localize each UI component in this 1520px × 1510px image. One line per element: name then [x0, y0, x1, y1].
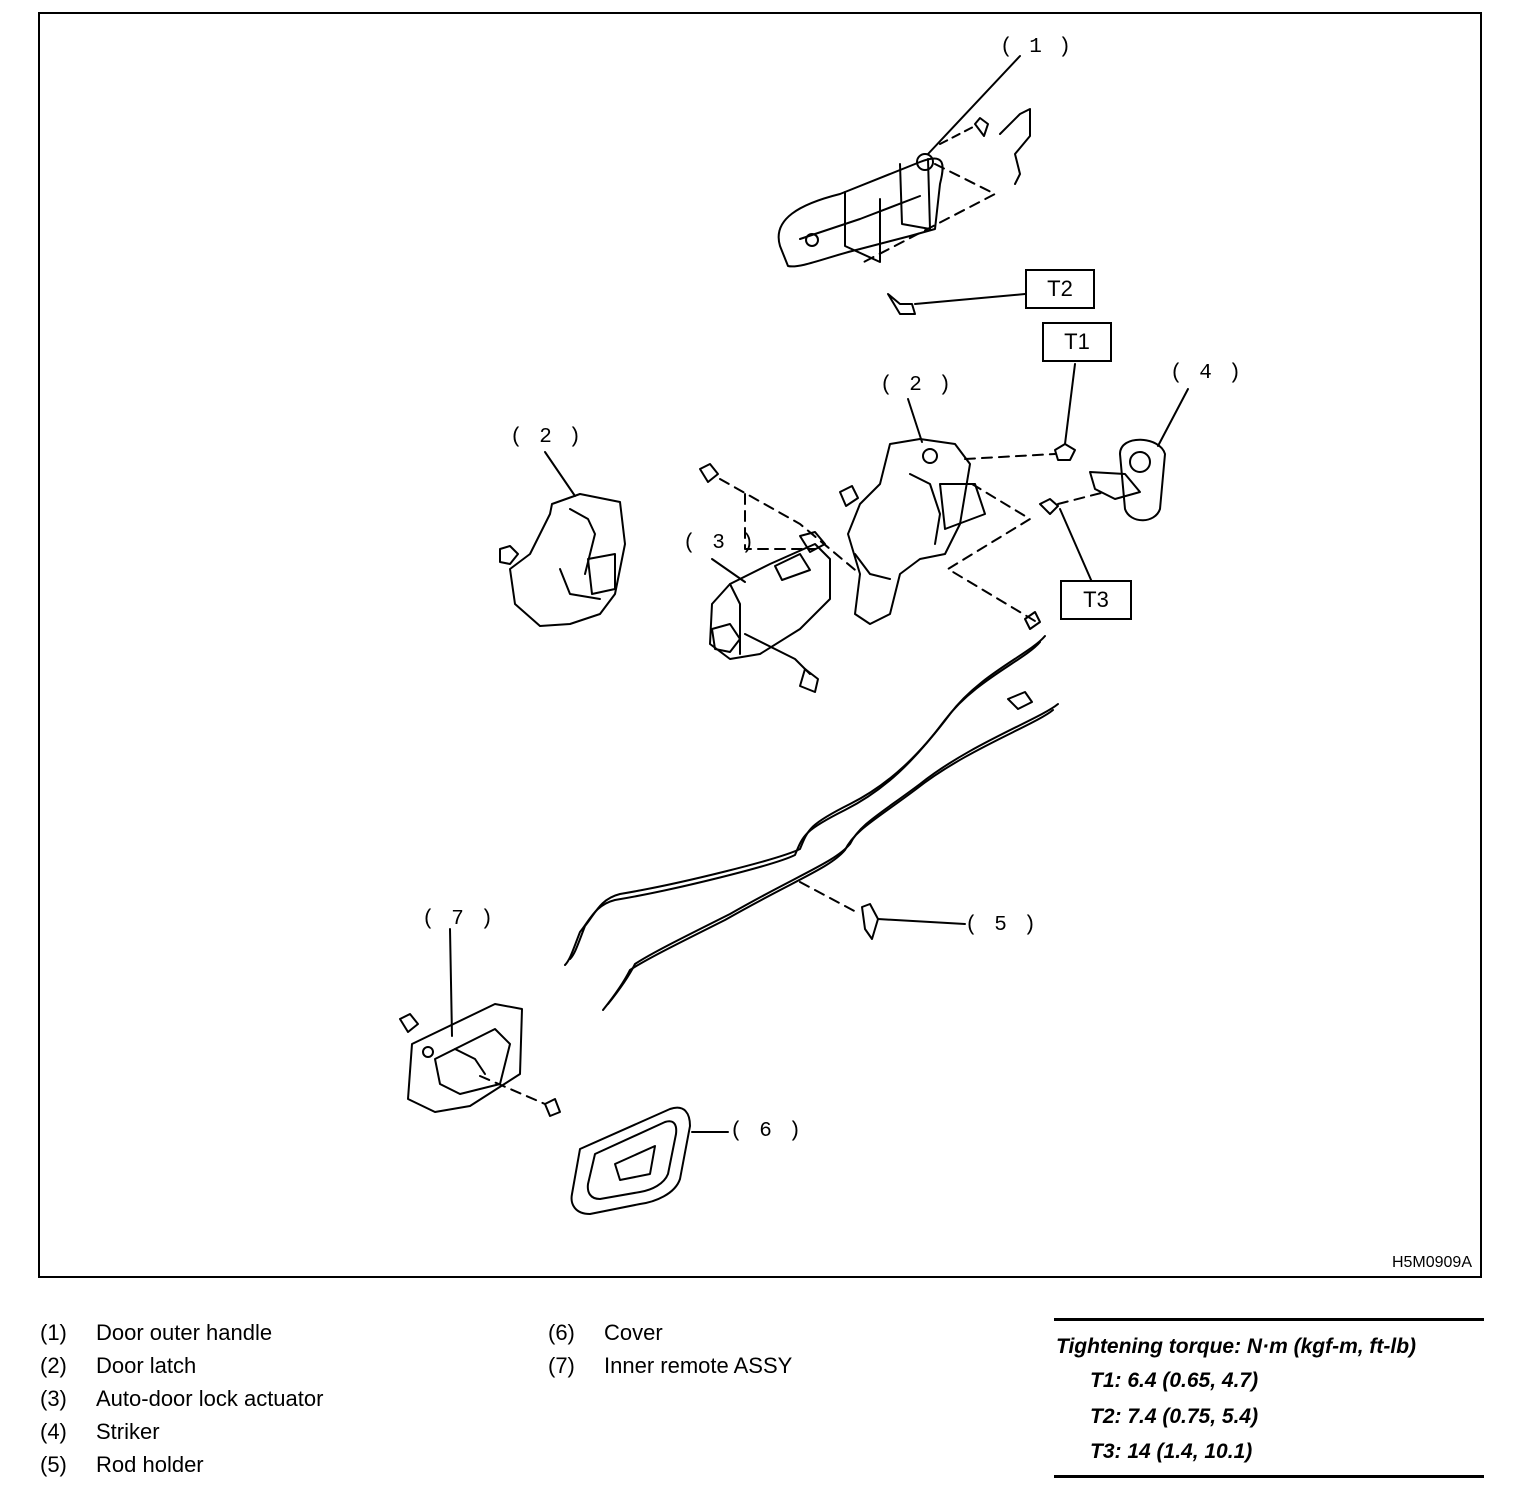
legend-label: Door outer handle [96, 1319, 273, 1345]
legend-number: (4) [40, 1418, 67, 1444]
torque-spec-t2: T2: 7.4 (0.75, 5.4) [1090, 1405, 1259, 1428]
legend-number: (3) [40, 1385, 67, 1411]
legend-item: (6) Cover [548, 1316, 792, 1349]
inner-remote-assy-part [399, 1003, 561, 1117]
legend-number: (7) [548, 1352, 575, 1378]
legend-item: (4) Striker [40, 1415, 323, 1448]
t3-leader-line [1059, 508, 1096, 590]
callout-7-label: ( 7 ) [422, 908, 496, 931]
t3-bolt-shape [1039, 498, 1059, 515]
latch-dashed-guides [947, 483, 1041, 625]
auto-door-lock-actuator-part [709, 531, 831, 693]
legend-item: (3) Auto-door lock actuator [40, 1382, 323, 1415]
door-outer-handle-part [777, 108, 1031, 268]
t2-leader-line [914, 293, 1026, 305]
callout-5-leader [877, 918, 966, 925]
legend-number: (5) [40, 1451, 67, 1477]
callout-1-leader [927, 55, 1021, 155]
legend-item: (2) Door latch [40, 1349, 323, 1382]
t1-dashed-guide [964, 453, 1056, 460]
torque-box-t2: T2 [1025, 269, 1095, 309]
torque-box-t1: T1 [1042, 322, 1112, 362]
actuator-bolt-shape [699, 463, 719, 483]
torque-box-t3: T3 [1060, 580, 1132, 620]
callout-2b-label: ( 2 ) [880, 374, 954, 397]
callout-4-leader [1157, 388, 1189, 447]
rod-holder-dashed-guide [799, 881, 861, 915]
legend-number: (2) [40, 1352, 67, 1378]
cover-part [570, 1106, 691, 1215]
t3-dashed-guide [1057, 491, 1106, 505]
callout-2a-leader [544, 451, 576, 497]
legend-item: (7) Inner remote ASSY [548, 1349, 792, 1382]
striker-part [1089, 438, 1166, 522]
legend-label: Cover [604, 1319, 663, 1345]
t1-leader-line [1064, 363, 1076, 445]
handle-bolt-shape [887, 293, 916, 315]
legend-item: (5) Rod holder [40, 1448, 323, 1481]
callout-6-label: ( 6 ) [730, 1120, 804, 1143]
actuator-dashed-guides [719, 478, 861, 575]
callout-3-label: ( 3 ) [683, 532, 757, 555]
callout-5-label: ( 5 ) [965, 914, 1039, 937]
legend-number: (1) [40, 1319, 67, 1345]
callout-4-label: ( 4 ) [1170, 362, 1244, 385]
legend-right-column: (6) Cover (7) Inner remote ASSY [548, 1316, 792, 1382]
rod-holder-part [861, 903, 879, 940]
callout-2b-leader [907, 398, 923, 443]
legend-item: (1) Door outer handle [40, 1316, 323, 1349]
legend-label: Auto-door lock actuator [96, 1385, 324, 1411]
callout-7-leader [449, 928, 453, 1037]
legend-label: Striker [96, 1418, 160, 1444]
torque-spec-t1: T1: 6.4 (0.65, 4.7) [1090, 1369, 1259, 1392]
door-latch-part-right [839, 438, 986, 625]
callout-1-label: ( 1 ) [1000, 36, 1074, 59]
legend-left-column: (1) Door outer handle (2) Door latch (3)… [40, 1316, 323, 1481]
callout-2a-label: ( 2 ) [510, 426, 584, 449]
torque-spec-t3: T3: 14 (1.4, 10.1) [1090, 1440, 1253, 1463]
torque-spec-box: Tightening torque: N·m (kgf-m, ft-lb) T1… [1054, 1318, 1484, 1478]
figure-id: H5M0909A [1391, 1254, 1472, 1271]
door-latch-part-left [499, 493, 626, 627]
t1-bolt-shape [1054, 443, 1076, 461]
callout-3-leader [711, 558, 746, 583]
diagram-drawing [399, 55, 1189, 1215]
torque-spec-title: Tightening torque: N·m (kgf-m, ft-lb) [1056, 1335, 1417, 1358]
legend-label: Rod holder [96, 1451, 204, 1477]
legend-label: Door latch [96, 1352, 197, 1378]
exploded-diagram: ( 1 ) ( 2 ) ( 2 ) ( 3 ) ( 4 ) ( 5 ) ( 6 … [38, 12, 1482, 1278]
legend-number: (6) [548, 1319, 575, 1345]
door-lock-rods [564, 611, 1059, 1011]
legend-label: Inner remote ASSY [604, 1352, 793, 1378]
